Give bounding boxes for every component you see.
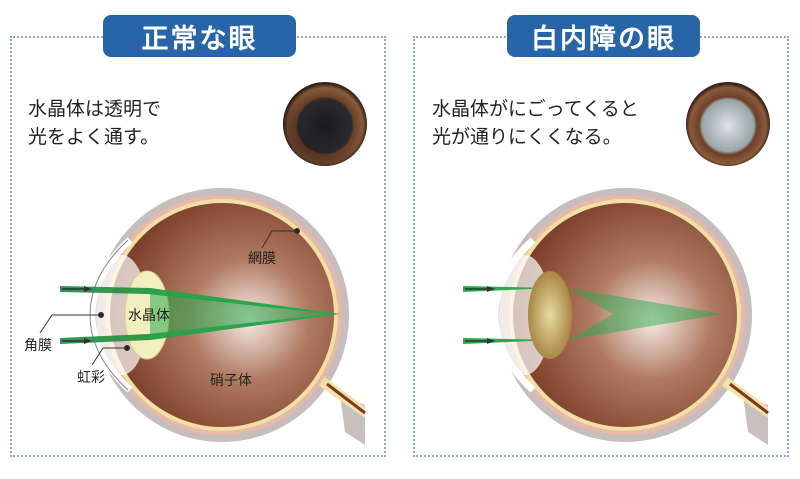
label-iris: 虹彩 <box>77 370 105 386</box>
cataract-description-line1: 水晶体がにごってくると <box>432 98 639 120</box>
cataract-pupil-photo <box>686 82 770 166</box>
eye-diagrams <box>39 188 769 445</box>
scattered-light <box>568 288 723 340</box>
label-vitreous: 硝子体 <box>210 373 252 389</box>
cataract-description: 水晶体がにごってくると 光が通りにくくなる。 <box>432 95 639 151</box>
normal-eye-cross-section <box>39 188 366 445</box>
cataract-eye-title: 白内障の眼 <box>507 15 700 57</box>
label-cornea: 角膜 <box>24 338 52 354</box>
cataract-eye-cross-section <box>463 188 769 445</box>
normal-description-line1: 水晶体は透明で <box>28 98 162 120</box>
label-lens: 水晶体 <box>128 308 170 324</box>
cataract-description-line2: 光が通りにくくなる。 <box>432 126 622 148</box>
normal-description: 水晶体は透明で 光をよく通す。 <box>28 95 161 151</box>
label-retina: 網膜 <box>248 251 276 267</box>
normal-eye-title: 正常な眼 <box>103 15 296 57</box>
normal-description-line2: 光をよく通す。 <box>28 126 160 148</box>
cloudy-lens <box>528 271 572 359</box>
normal-pupil-photo <box>283 82 367 166</box>
